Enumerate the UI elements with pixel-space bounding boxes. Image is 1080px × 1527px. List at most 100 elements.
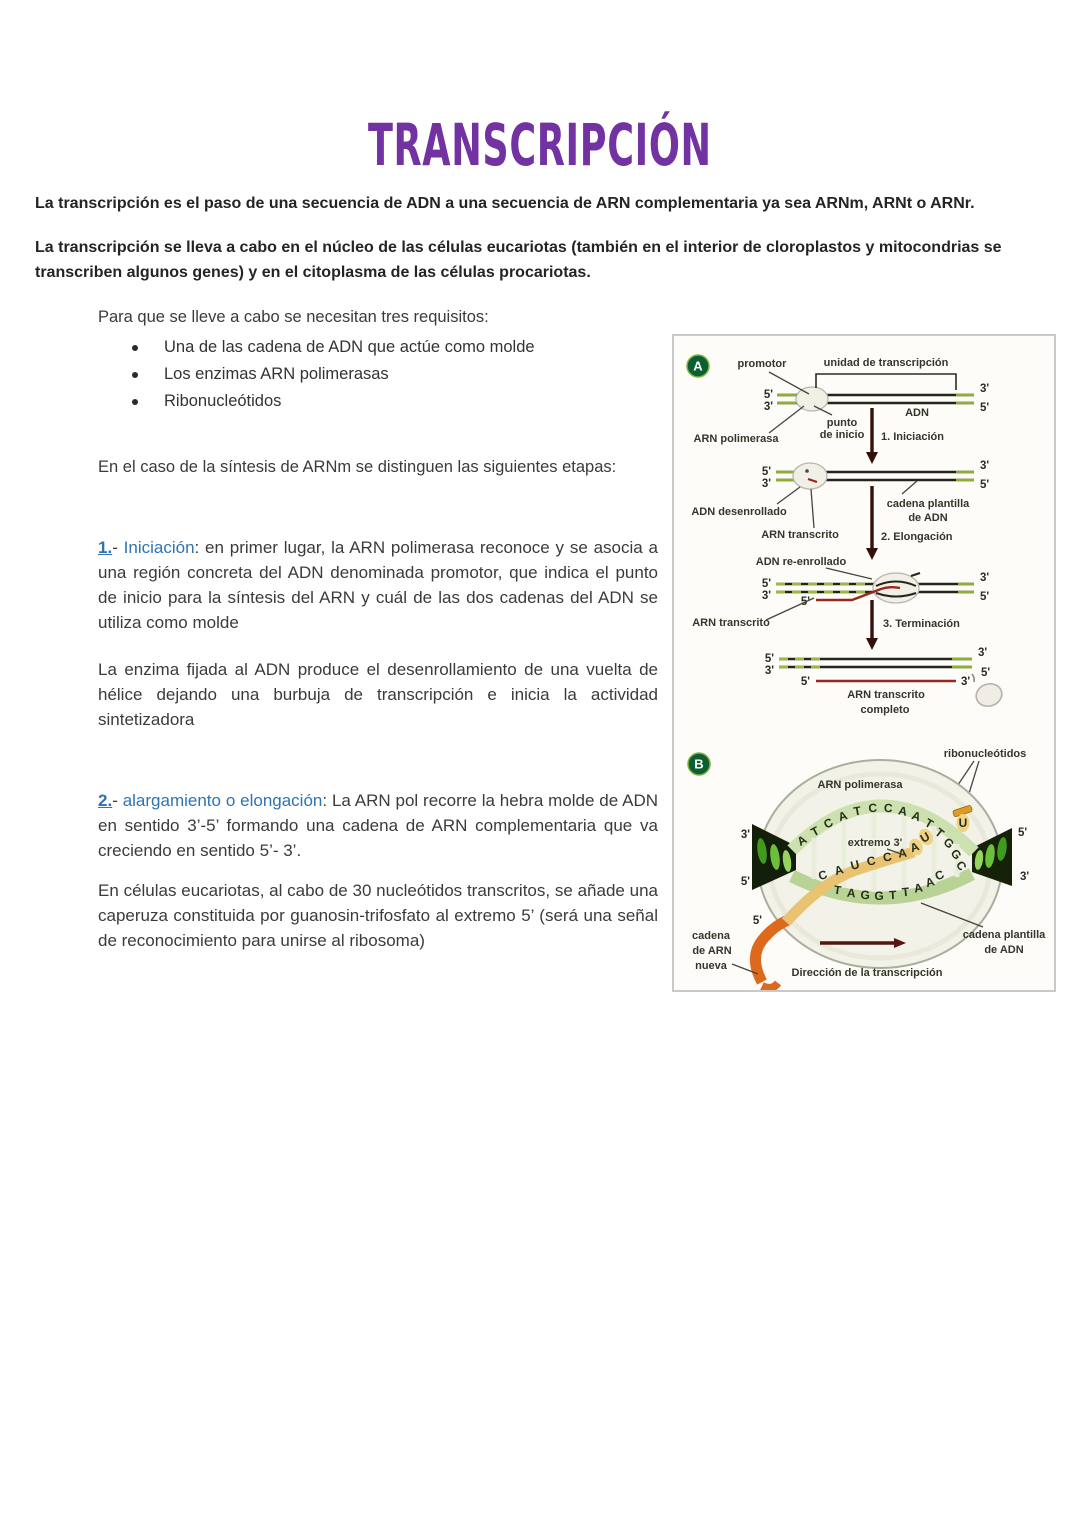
section-2-extra-paragraph: En células eucariotas, al cabo de 30 nuc… bbox=[98, 881, 658, 950]
ribonucleotides-label: ribonucleótidos bbox=[944, 748, 1027, 760]
svg-text:de ARN: de ARN bbox=[692, 945, 731, 957]
section-2-paragraph: 2.- alargamiento o elongación: La ARN po… bbox=[98, 788, 658, 863]
rna-end-label: 5' bbox=[801, 676, 810, 688]
strand-end-label: 5' bbox=[981, 667, 990, 679]
rna-polymerase-label-b: ARN polimerasa bbox=[818, 779, 904, 791]
strand-end-label: 3' bbox=[980, 460, 989, 472]
rna-bases: C A U C C A A U bbox=[816, 828, 934, 883]
intro-paragraph-2: La transcripción se lleva a cabo en el n… bbox=[35, 239, 1002, 281]
svg-text:C: C bbox=[883, 801, 893, 816]
unwound-dna-label: ADN desenrollado bbox=[691, 506, 787, 518]
dna-stage-2: 5' 3' 3' 5' ADN desenrollado ARN transcr… bbox=[691, 460, 989, 541]
template-strand-label-line1: cadena plantilla bbox=[887, 498, 970, 510]
section-2-term: alargamiento o elongación bbox=[122, 791, 323, 810]
helix-end-label: 3' bbox=[741, 829, 750, 841]
released-polymerase-blob bbox=[975, 682, 1003, 708]
rna-polymerase-label: ARN polimerasa bbox=[694, 433, 780, 445]
template-strand-ribbon bbox=[789, 868, 976, 905]
strand-end-label: 3' bbox=[765, 665, 774, 677]
promoter-label: promotor bbox=[738, 358, 788, 370]
transcription-diagram: A 5' 3' 3' 5' promotor unidad de transcr… bbox=[686, 354, 1046, 990]
start-point-label-line2: de inicio bbox=[820, 429, 865, 441]
section-1-colon: : bbox=[194, 538, 200, 557]
panel-a-badge-label: A bbox=[693, 359, 703, 374]
strand-end-label: 5' bbox=[980, 402, 989, 414]
strand-end-label: 5' bbox=[762, 578, 771, 590]
strand-end-label: 3' bbox=[980, 383, 989, 395]
rna-polymerase-blob-2 bbox=[792, 462, 828, 490]
strand-end-label: 3' bbox=[978, 647, 987, 659]
helix-end-label: 5' bbox=[1018, 827, 1027, 839]
template-chain-label: cadena plantilla de ADN bbox=[920, 902, 1046, 956]
svg-text:T: T bbox=[833, 883, 843, 898]
panel-a-badge-icon: A bbox=[686, 354, 710, 378]
template-strand-bases: T A G G T T A A C bbox=[833, 867, 947, 903]
rna-polymerase-blob-1 bbox=[795, 386, 829, 412]
adn-label: ADN bbox=[905, 407, 929, 419]
complete-rna-label-line2: completo bbox=[861, 704, 910, 716]
dna-stage-4: 5' 3' 3' 5' 5' 3' ARN transcrito complet… bbox=[765, 647, 1003, 716]
section-1-term: Iniciación bbox=[123, 538, 195, 557]
svg-text:G: G bbox=[860, 888, 870, 902]
strand-end-label: 3' bbox=[762, 590, 771, 602]
svg-text:T: T bbox=[901, 885, 910, 900]
svg-text:U: U bbox=[959, 816, 968, 830]
dna-stage-3: ADN re-enrollado 5' 3' 3' 5' 5' ARN tran… bbox=[692, 556, 989, 629]
strand-end-label: 5' bbox=[762, 466, 771, 478]
svg-text:C: C bbox=[868, 801, 878, 815]
intro-paragraph-1: La transcripción es el paso de una secue… bbox=[35, 195, 975, 212]
three-prime-end-label: extremo 3' bbox=[848, 837, 903, 849]
strand-end-label: 5' bbox=[980, 479, 989, 491]
section-1-extra-paragraph: La enzima fijada al ADN produce el desen… bbox=[98, 660, 658, 729]
section-1-dash: - bbox=[112, 538, 124, 557]
section-1-number: 1. bbox=[98, 538, 113, 557]
transcribed-rna-label-2: ARN transcrito bbox=[692, 617, 770, 629]
section-2-colon: : bbox=[322, 791, 328, 810]
svg-text:A: A bbox=[897, 803, 909, 819]
svg-text:A: A bbox=[913, 880, 924, 895]
list-item-rna-polymerases: Los enzimas ARN polimerasas bbox=[129, 361, 649, 388]
rna-five-prime-label: 5' bbox=[753, 915, 762, 927]
svg-text:T: T bbox=[889, 888, 898, 902]
strand-end-label: 3' bbox=[762, 478, 771, 490]
list-item-ribonucleotides: Ribonucleótidos bbox=[129, 388, 649, 415]
complete-rna-label-line1: ARN transcrito bbox=[847, 689, 925, 701]
transcription-unit-label: unidad de transcripción bbox=[824, 357, 949, 369]
new-rna-strand-orange bbox=[750, 914, 791, 985]
step-1-arrow: 1. Iniciación bbox=[866, 408, 944, 464]
svg-text:A: A bbox=[846, 886, 856, 901]
requisites-list: Una de las cadena de ADN que actúe como … bbox=[129, 334, 649, 415]
section-2-body: La ARN pol recorre la hebra molde de ADN… bbox=[98, 791, 658, 860]
svg-text:A: A bbox=[924, 874, 937, 890]
helix-end-label: 3' bbox=[1020, 871, 1029, 883]
new-rna-chain-label: cadena de ARN nueva bbox=[692, 930, 759, 975]
dna-helix-right-end bbox=[972, 828, 1012, 886]
svg-text:T: T bbox=[852, 803, 862, 818]
rewound-dna-label: ADN re-enrollado bbox=[756, 556, 847, 568]
strand-end-label: 5' bbox=[764, 389, 773, 401]
coding-strand-ribbon bbox=[787, 799, 979, 857]
figure-panel-a: A 5' 3' 3' 5' promotor unidad de transcr… bbox=[686, 354, 1003, 716]
dna-stage-1: 5' 3' 3' 5' promotor unidad de transcrip… bbox=[694, 357, 990, 445]
svg-text:A: A bbox=[897, 845, 908, 860]
dna-helix-left-end bbox=[752, 824, 796, 890]
section-1-body: en primer lugar, la ARN polimerasa recon… bbox=[98, 538, 658, 632]
helix-end-label: 5' bbox=[741, 876, 750, 888]
incoming-ribonucleotide: U bbox=[952, 805, 973, 832]
transcription-unit-bracket bbox=[815, 373, 957, 390]
page-title: TRANSCRIPCIÓN bbox=[368, 111, 712, 179]
svg-text:nueva: nueva bbox=[695, 960, 728, 972]
requisites-lead: Para que se lleve a cabo se necesitan tr… bbox=[98, 308, 489, 326]
list-item-dna-template: Una de las cadena de ADN que actúe como … bbox=[129, 334, 649, 361]
svg-text:C: C bbox=[865, 853, 877, 869]
svg-text:U: U bbox=[849, 857, 861, 873]
svg-text:A: A bbox=[833, 862, 846, 878]
svg-text:G: G bbox=[874, 889, 883, 903]
transcribed-rna-label: ARN transcrito bbox=[761, 529, 839, 541]
panel-b-badge-icon: B bbox=[687, 752, 711, 776]
stages-lead: En el caso de la síntesis de ARNm se dis… bbox=[98, 458, 617, 476]
section-2-dash: - bbox=[112, 791, 123, 810]
step-3-label: 3. Terminación bbox=[883, 618, 960, 630]
svg-text:cadena: cadena bbox=[692, 930, 731, 942]
